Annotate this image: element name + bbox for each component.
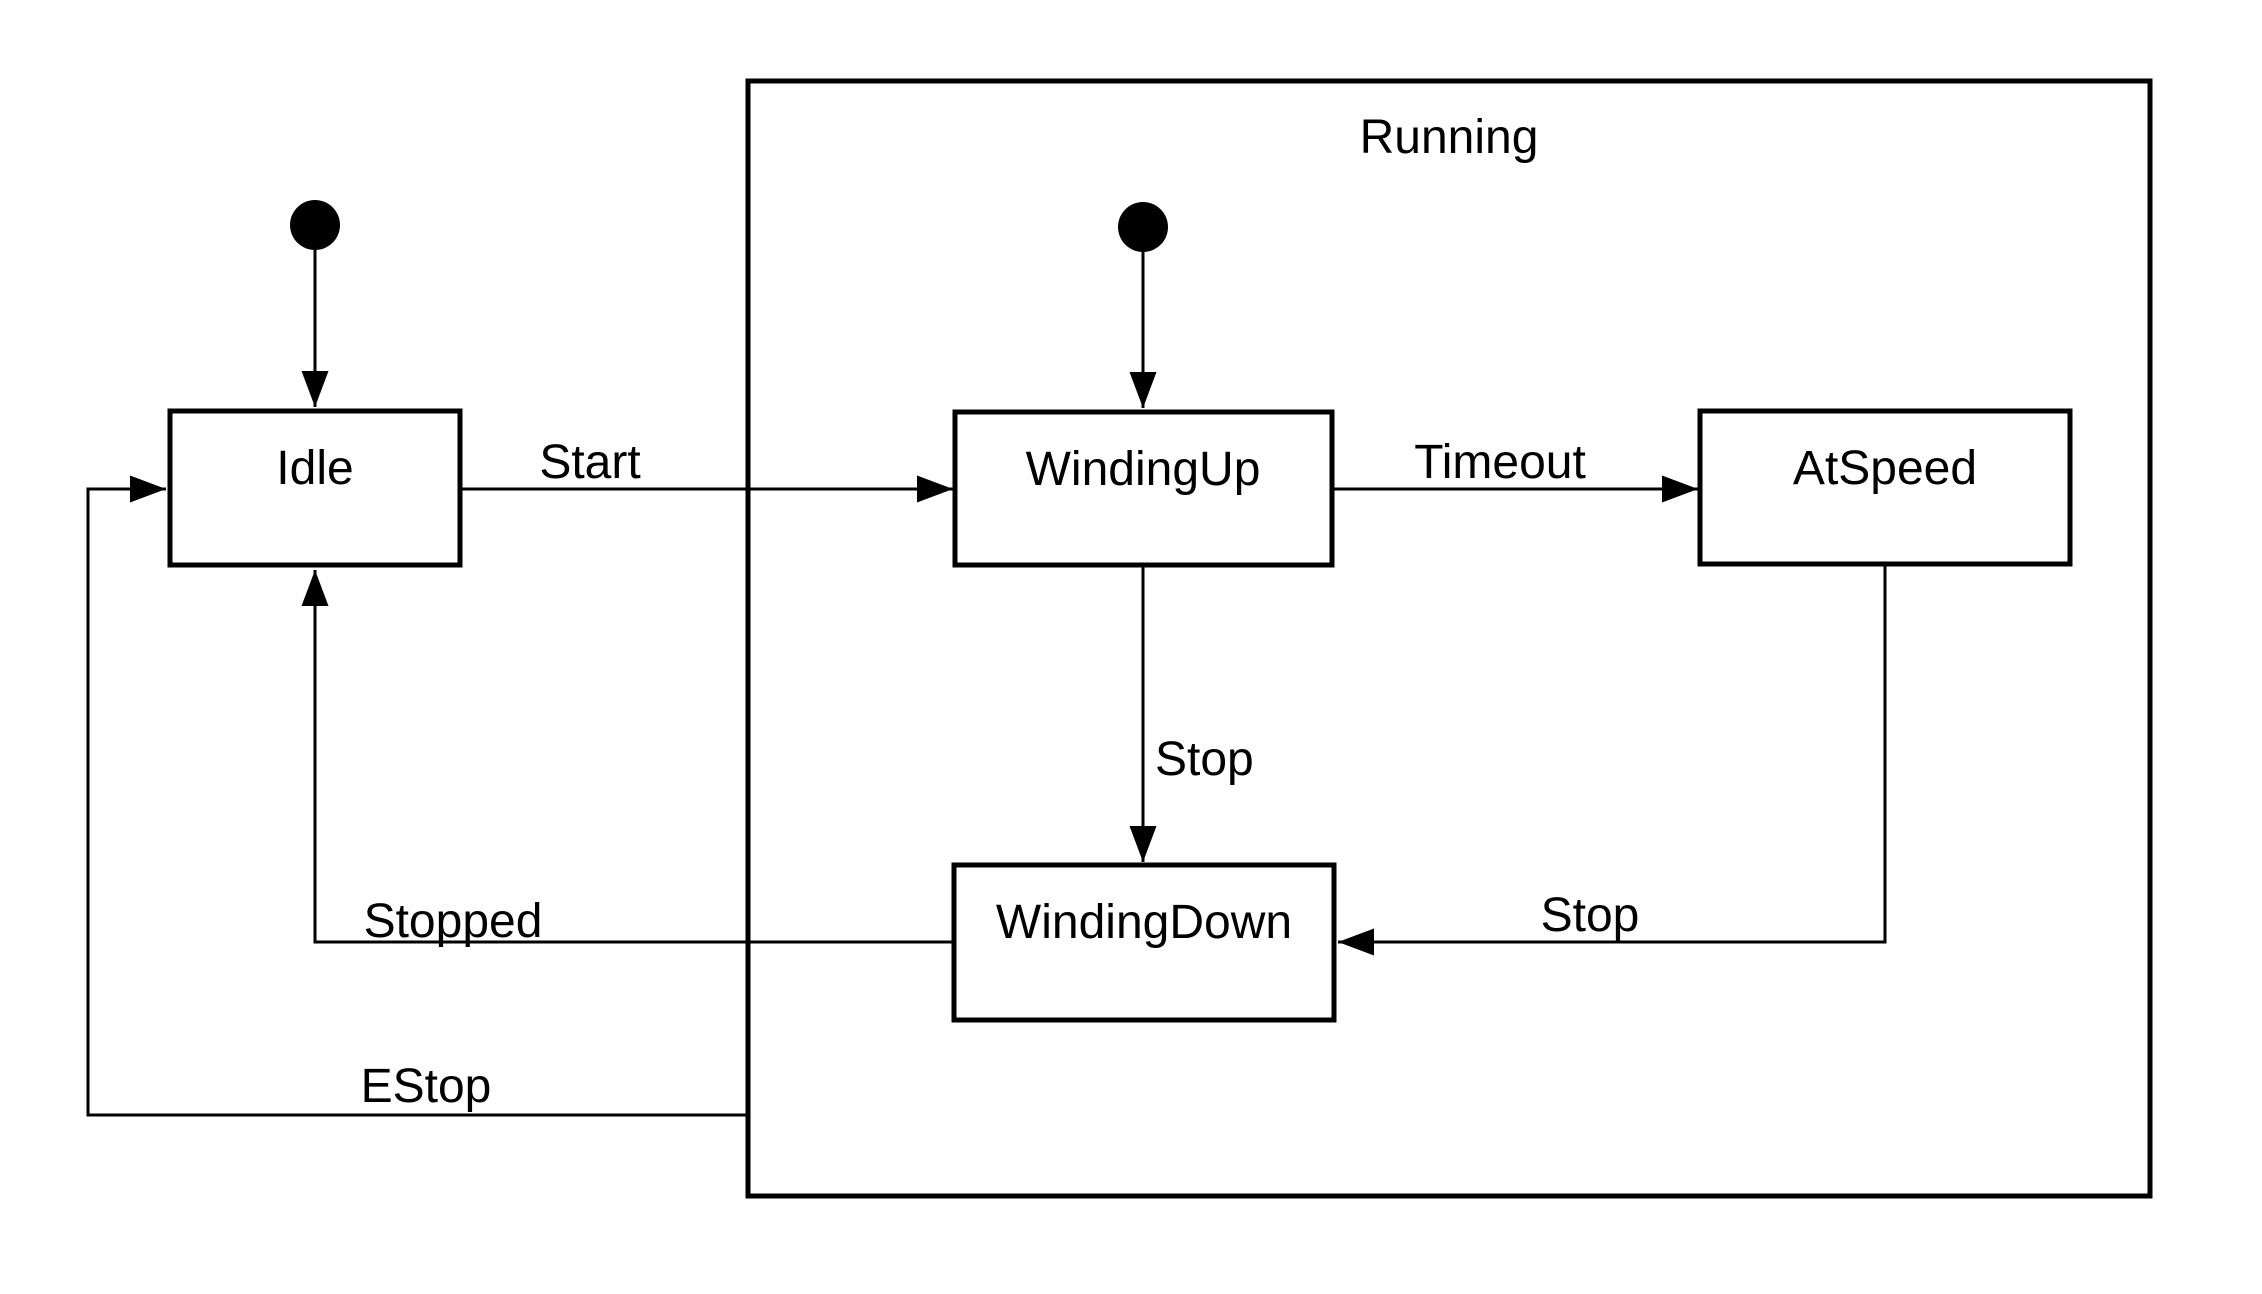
transition-stop-atspeed-arrow xyxy=(1338,564,1887,956)
transition-stopped-arrow xyxy=(301,570,954,944)
transition-timeout-label: Timeout xyxy=(1414,436,1586,489)
transition-estop-arrow xyxy=(86,475,748,1117)
state-windingup-box xyxy=(952,409,1335,568)
initial-state-dot-windingup xyxy=(1118,202,1168,252)
state-windingdown-label: WindingDown xyxy=(996,896,1292,949)
initial-state-dot-idle xyxy=(290,200,340,250)
transition-estop-label: EStop xyxy=(361,1060,492,1113)
running-region-box xyxy=(745,78,2153,1199)
transition-stop-atspeed-label: Stop xyxy=(1541,889,1640,942)
transition-start-label: Start xyxy=(539,436,640,489)
transition-stop-windingup-label: Stop xyxy=(1155,733,1254,786)
state-atspeed-label: AtSpeed xyxy=(1793,442,1977,495)
transition-stopped-label: Stopped xyxy=(364,895,543,948)
state-atspeed-box xyxy=(1697,408,2073,567)
running-region-label: Running xyxy=(1360,111,1539,164)
state-windingup-label: WindingUp xyxy=(1026,443,1261,496)
state-idle-label: Idle xyxy=(276,442,353,495)
